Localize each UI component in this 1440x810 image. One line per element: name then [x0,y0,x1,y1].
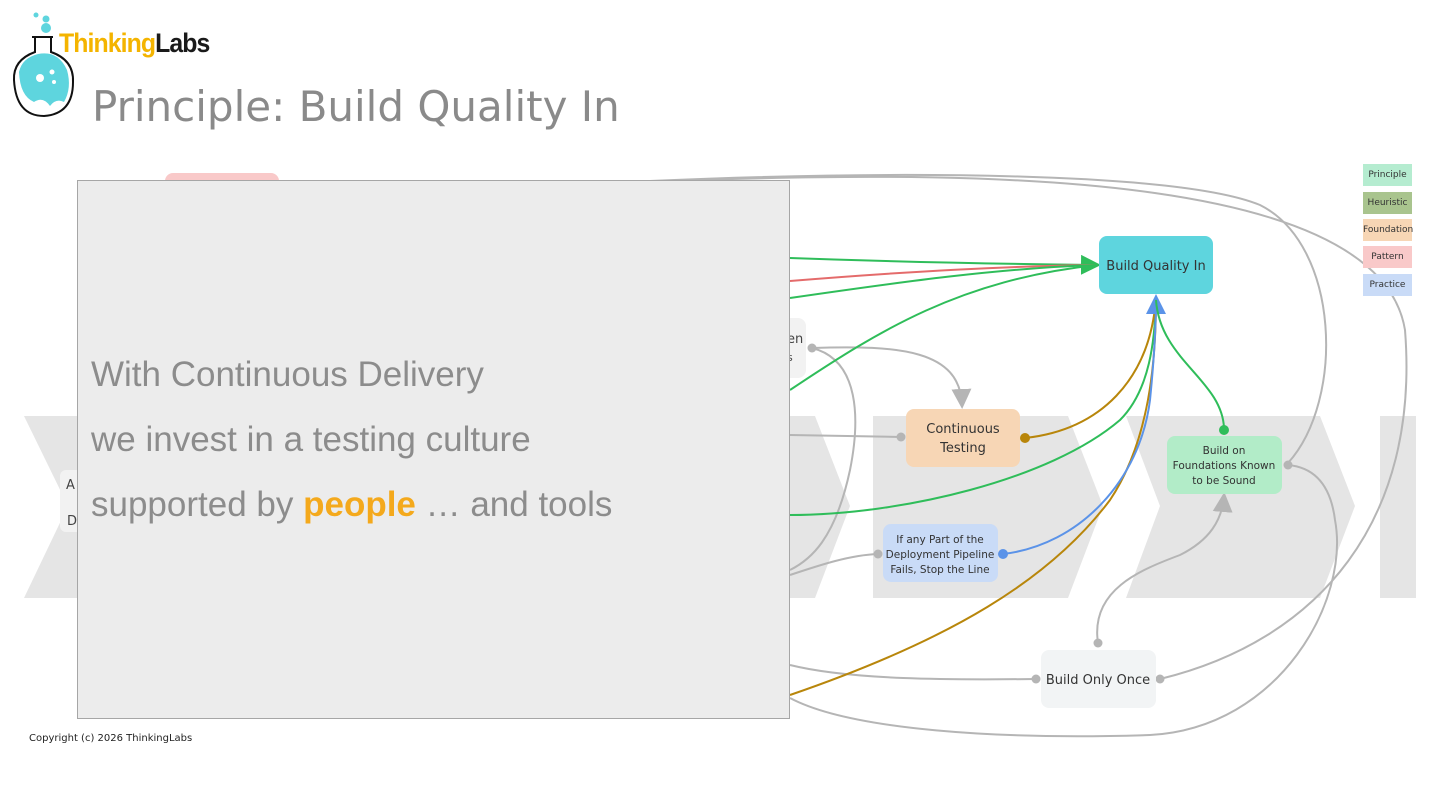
edge-green [789,254,1101,275]
partial-node-text: A [66,478,75,493]
edge-green [1155,299,1225,429]
edge-grey [811,346,972,409]
callout-line-3: supported by people … and tools [91,485,612,525]
copyright: Copyright (c) 2026 ThinkingLabs [29,733,193,744]
node-stop-the-line[interactable]: If any Part of the Deployment Pipeline F… [883,524,998,582]
edge-grey [1096,492,1233,644]
edge-grey [789,464,1338,738]
legend-item-principle: Principle [1363,164,1412,186]
svg-text:Deployment Pipeline: Deployment Pipeline [886,549,995,561]
edge-grey [649,174,1328,464]
flask-icon [12,12,75,118]
callout-line-1: With Continuous Delivery [91,355,484,394]
node-build-quality-in[interactable]: Build Quality In [1099,236,1213,294]
svg-text:Foundations Known: Foundations Known [1173,460,1276,472]
edge-red [789,264,1098,282]
logo-wordmark-part2: Labs [155,28,210,58]
logo-wordmark: ThinkingLabs [59,28,210,59]
svg-text:Testing: Testing [939,441,986,456]
edge-green [789,264,1098,391]
legend-item-pattern: Pattern [1363,246,1412,268]
callout-line-2: we invest in a testing culture [91,420,531,459]
edge-blue [1002,294,1166,555]
svg-text:Build on: Build on [1203,445,1246,457]
edge-gold [1024,297,1157,439]
callout-line-3-suffix: … and tools [415,485,613,524]
node-build-only-once[interactable]: Build Only Once [1041,650,1156,708]
svg-text:Continuous: Continuous [926,422,1000,437]
svg-text:Fails, Stop the Line: Fails, Stop the Line [890,564,989,576]
svg-text:If any Part of the: If any Part of the [896,534,984,546]
stage-chevron-4 [1380,416,1416,598]
node-build-on-foundations[interactable]: Build on Foundations Known to be Sound [1167,436,1282,494]
svg-text:Build Quality In: Build Quality In [1106,259,1205,274]
legend-item-heuristic: Heuristic [1363,192,1412,214]
logo-wordmark-part1: Thinking [59,28,156,58]
edge-grey [789,434,902,438]
thinkinglabs-logo [10,10,230,120]
edge-grey [789,664,1037,681]
legend-item-foundation: Foundation [1363,219,1413,241]
callout-box: With Continuous Delivery we invest in a … [77,180,790,719]
svg-text:to be Sound: to be Sound [1192,475,1255,487]
partial-node-text: D [67,514,78,529]
edge-grey [699,175,1408,680]
svg-text:Build Only Once: Build Only Once [1046,673,1150,688]
node-continuous-testing[interactable]: Continuous Testing [906,409,1020,467]
legend-item-practice: Practice [1363,274,1412,296]
page-title: Principle: Build Quality In [92,82,620,131]
edge-green [789,264,1098,299]
callout-line-3-prefix: supported by [91,485,304,524]
edge-grey [789,553,879,576]
edge-green [789,297,1157,516]
edge-grey [789,347,857,571]
callout-highlight: people [303,485,416,524]
partial-node-text: en [787,332,804,347]
